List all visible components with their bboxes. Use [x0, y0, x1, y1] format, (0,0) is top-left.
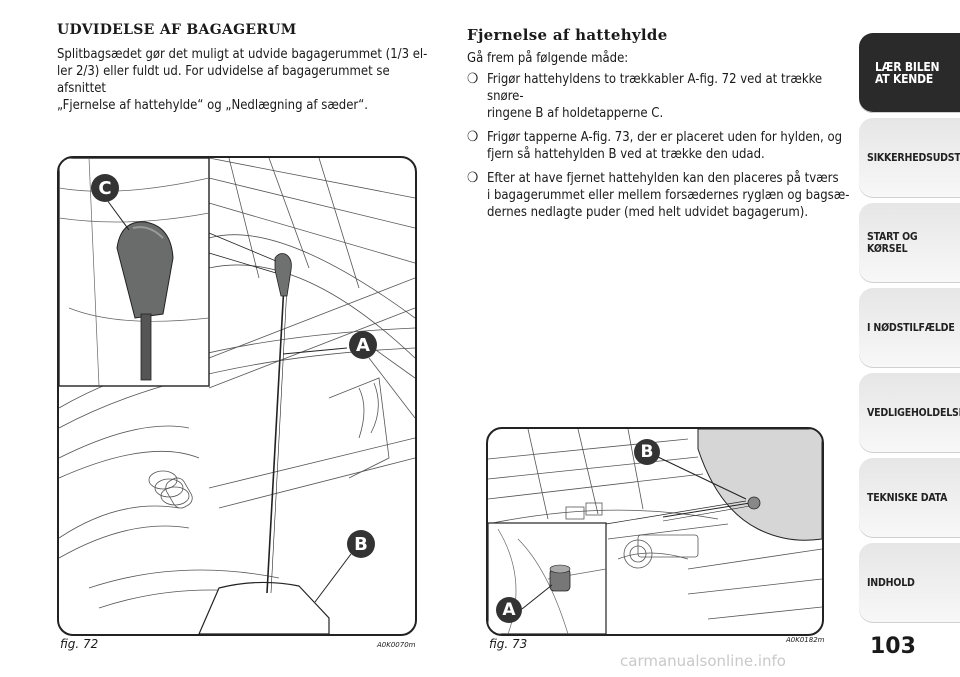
figure-72-caption: fig. 72 [60, 637, 99, 651]
paragraph-line: „Fjernelse af hattehylde“ og „Nedlægning… [57, 98, 368, 113]
figure-72-code: A0K0070m [377, 641, 416, 649]
paragraph-line: ler 2/3) eller fuldt ud. For udvidelse a… [57, 64, 390, 96]
intro-text: Gå frem på følgende måde: [467, 51, 629, 66]
callout-b: B [347, 530, 375, 558]
figure-73-caption: fig. 73 [489, 637, 528, 651]
list-item-line: ringene B af holdetapperne C. [487, 106, 664, 121]
list-item: ❍ Efter at have fjernet hattehylden kan … [467, 170, 850, 221]
bullet-circle-icon: ❍ [467, 71, 479, 87]
list-item-line: fjern så hattehylden B ved at trække den… [487, 147, 765, 162]
list-item-line: dernes nedlagte puder (med helt udvidet … [487, 205, 809, 220]
list-item-line: Efter at have fjernet hattehylden kan de… [487, 171, 839, 186]
figure-73: B A [486, 427, 824, 636]
tab-start-og-korsel[interactable]: START OG KØRSEL [859, 203, 960, 283]
list-item-line: i bagagerummet eller mellem forsædernes … [487, 188, 850, 203]
tab-label: START OG KØRSEL [867, 231, 918, 255]
tab-label: SIKKERHEDSUDSTYR [867, 152, 960, 164]
list-item: ❍ Frigør hattehyldens to trækkabler A-fi… [467, 71, 850, 122]
tab-i-nodstilfaelde[interactable]: I NØDSTILFÆLDE [859, 288, 960, 368]
watermark: carmanualsonline.info [620, 652, 786, 670]
list-item-line: Frigør hattehyldens to trækkabler A-fig.… [487, 72, 823, 104]
tab-label: TEKNISKE DATA [867, 492, 948, 504]
figure-72-illustration [59, 158, 415, 634]
tab-label: AT KENDE [875, 72, 934, 86]
instruction-list: ❍ Frigør hattehyldens to trækkabler A-fi… [467, 71, 850, 228]
callout-b: B [634, 439, 660, 465]
figure-73-code: A0K0182m [786, 636, 825, 644]
figure-72: C A B [57, 156, 417, 636]
left-paragraph: Splitbagsædet gør det muligt at udvide b… [57, 46, 439, 114]
tab-label: LÆR BILEN [875, 60, 940, 74]
tab-label: VEDLIGEHOLDELSE [867, 407, 960, 419]
tab-tekniske-data[interactable]: TEKNISKE DATA [859, 458, 960, 538]
tab-indhold[interactable]: INDHOLD [859, 543, 960, 623]
paragraph-line: Splitbagsædet gør det muligt at udvide b… [57, 47, 428, 62]
list-item-line: Frigør tapperne A-fig. 73, der er placer… [487, 130, 843, 145]
tab-vedligeholdelse[interactable]: VEDLIGEHOLDELSE [859, 373, 960, 453]
callout-a: A [496, 597, 522, 623]
tab-label: I NØDSTILFÆLDE [867, 322, 955, 334]
section-heading-udvidelse: UDVIDELSE AF BAGAGERUM [57, 22, 297, 38]
tab-label: INDHOLD [867, 577, 915, 589]
tab-sikkerhedsudstyr[interactable]: SIKKERHEDSUDSTYR [859, 118, 960, 198]
bullet-circle-icon: ❍ [467, 170, 479, 186]
list-item: ❍ Frigør tapperne A-fig. 73, der er plac… [467, 129, 850, 163]
callout-a: A [349, 331, 377, 359]
callout-c: C [91, 174, 119, 202]
section-heading-fjernelse: Fjernelse af hattehylde [467, 26, 668, 44]
page-number: 103 [870, 634, 916, 659]
bullet-circle-icon: ❍ [467, 129, 479, 145]
